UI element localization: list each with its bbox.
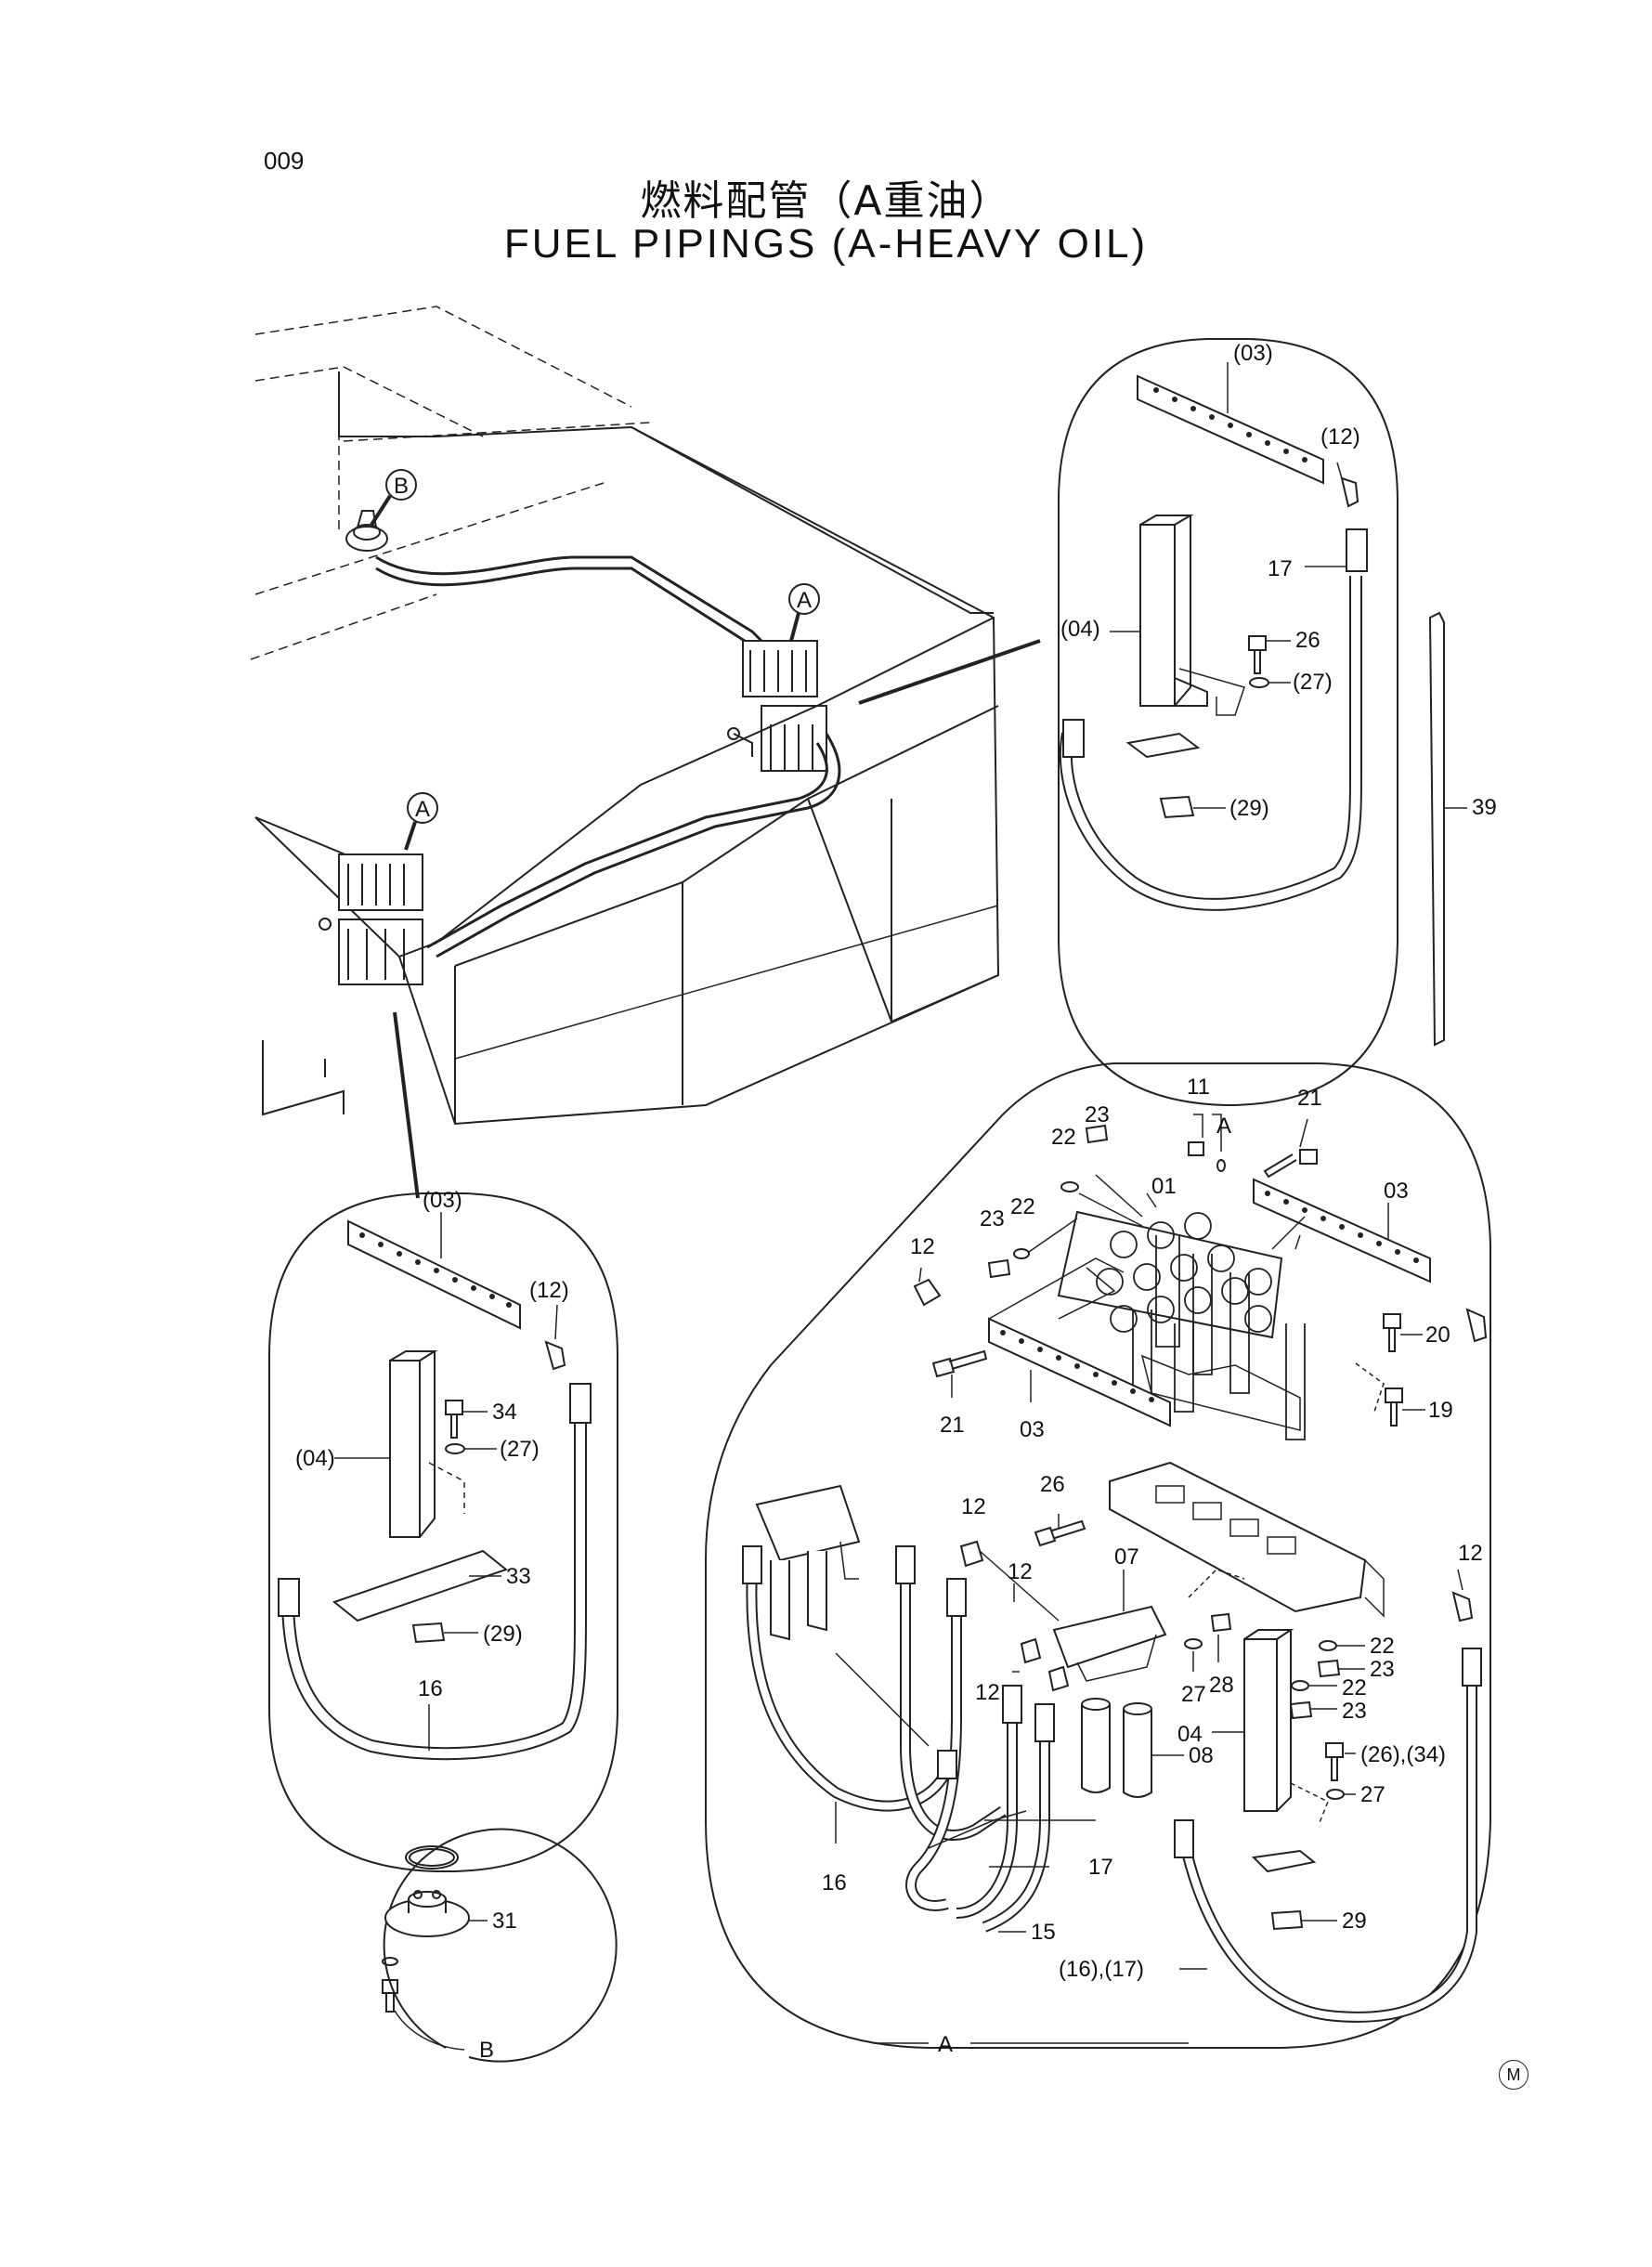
label-26-mid: 26 xyxy=(1040,1472,1065,1497)
label-20: 20 xyxy=(1425,1322,1450,1348)
label-16-a: 16 xyxy=(822,1870,847,1896)
label-04-left: (04) xyxy=(295,1446,335,1471)
label-22-right2: 22 xyxy=(1342,1675,1367,1700)
label-34-left: 34 xyxy=(492,1400,517,1425)
label-23-mid: 23 xyxy=(980,1206,1005,1231)
tank-fitting-b xyxy=(345,510,388,552)
label-26-tr: 26 xyxy=(1295,628,1320,653)
label-04-a: 04 xyxy=(1177,1722,1203,1747)
label-07: 07 xyxy=(1114,1544,1139,1570)
label-19: 19 xyxy=(1428,1398,1453,1423)
label-27-right: 27 xyxy=(1360,1782,1385,1807)
label-27-left: (27) xyxy=(500,1437,540,1462)
label-29-a: 29 xyxy=(1342,1909,1367,1934)
label-12-left-top: 12 xyxy=(910,1234,935,1259)
label-a-detail-bottom: A xyxy=(938,2032,953,2057)
callout-a-right-label: A xyxy=(797,588,812,613)
label-33-left: 33 xyxy=(506,1564,531,1589)
detail-left-labels: (03) (12) 34 (27) (04) 33 (29) 16 xyxy=(295,1188,569,1701)
page-number: 009 xyxy=(264,147,305,175)
label-a-detail-top: A xyxy=(1216,1114,1231,1139)
label-27-tr: (27) xyxy=(1293,670,1333,695)
label-22-top: 22 xyxy=(1051,1125,1076,1150)
label-23-right1: 23 xyxy=(1370,1657,1395,1682)
label-12-left: (12) xyxy=(529,1278,569,1303)
label-01: 01 xyxy=(1151,1174,1177,1199)
title-english: FUEL PIPINGS (A-HEAVY OIL) xyxy=(503,221,1149,267)
valve-block-a-right xyxy=(727,640,827,772)
callout-a-left xyxy=(404,792,438,851)
label-12-tr: (12) xyxy=(1320,424,1360,449)
label-12-mid: 12 xyxy=(961,1494,986,1519)
callout-a-right xyxy=(788,583,820,642)
registered-mark: M xyxy=(1499,2060,1528,2090)
label-16-left: 16 xyxy=(418,1676,443,1701)
label-03-bottom: 03 xyxy=(1020,1417,1045,1442)
label-17-tr: 17 xyxy=(1268,556,1293,581)
hoses-15-16-17 xyxy=(742,1545,1482,2023)
filter-housing-left xyxy=(755,1484,861,1641)
label-11: 11 xyxy=(1187,1075,1210,1100)
label-12-mid3: 12 xyxy=(975,1680,1000,1705)
detail-b xyxy=(382,1828,618,2063)
label-29-left: (29) xyxy=(483,1622,523,1647)
label-23-right2: 23 xyxy=(1342,1699,1367,1724)
label-15: 15 xyxy=(1031,1920,1056,1945)
rod-39 xyxy=(1428,611,1467,1047)
detail-left xyxy=(268,1192,618,1872)
detail-a xyxy=(705,1062,1491,2049)
label-21-top: 21 xyxy=(1297,1086,1322,1111)
label-12-right: 12 xyxy=(1458,1541,1483,1566)
label-08: 08 xyxy=(1189,1743,1214,1768)
label-03-top: 03 xyxy=(1384,1179,1409,1204)
label-21-bottom: 21 xyxy=(940,1413,965,1438)
label-04-tr: (04) xyxy=(1060,617,1100,642)
title-japanese: 燃料配管（A重油） xyxy=(640,177,1012,225)
label-12-mid2: 12 xyxy=(1008,1559,1033,1584)
label-17-a: 17 xyxy=(1088,1855,1113,1880)
label-29-tr: (29) xyxy=(1229,796,1269,821)
fuel-tank-assembly: B A A xyxy=(250,306,1041,1199)
label-39: 39 xyxy=(1472,795,1497,820)
label-26-34: (26),(34) xyxy=(1360,1742,1446,1767)
label-31: 31 xyxy=(492,1909,517,1934)
callout-a-left-label: A xyxy=(415,797,430,822)
callout-b-tank xyxy=(370,469,417,527)
detail-top-right xyxy=(1058,338,1398,1106)
label-22-mid: 22 xyxy=(1010,1194,1035,1219)
label-b-detail: B xyxy=(479,2038,494,2063)
label-23-top: 23 xyxy=(1085,1102,1110,1127)
label-28: 28 xyxy=(1209,1673,1234,1698)
label-16-17: (16),(17) xyxy=(1059,1957,1144,1982)
filter-cartridges-08 xyxy=(1081,1698,1152,1798)
valve-block-a-left xyxy=(319,853,423,985)
label-27-mid: 27 xyxy=(1181,1682,1206,1707)
callout-b-tank-label: B xyxy=(394,474,409,499)
label-22-right1: 22 xyxy=(1370,1634,1395,1659)
detail-a-labels: 11 A 21 23 22 23 22 01 03 12 20 19 21 03… xyxy=(822,1075,1483,2057)
label-03-left: (03) xyxy=(423,1188,462,1213)
detail-top-right-labels: (03) (12) 17 (04) 26 (27) (29) xyxy=(1060,341,1360,821)
valve-bank-01 xyxy=(1057,1210,1306,1440)
label-03-tr: (03) xyxy=(1233,341,1273,366)
